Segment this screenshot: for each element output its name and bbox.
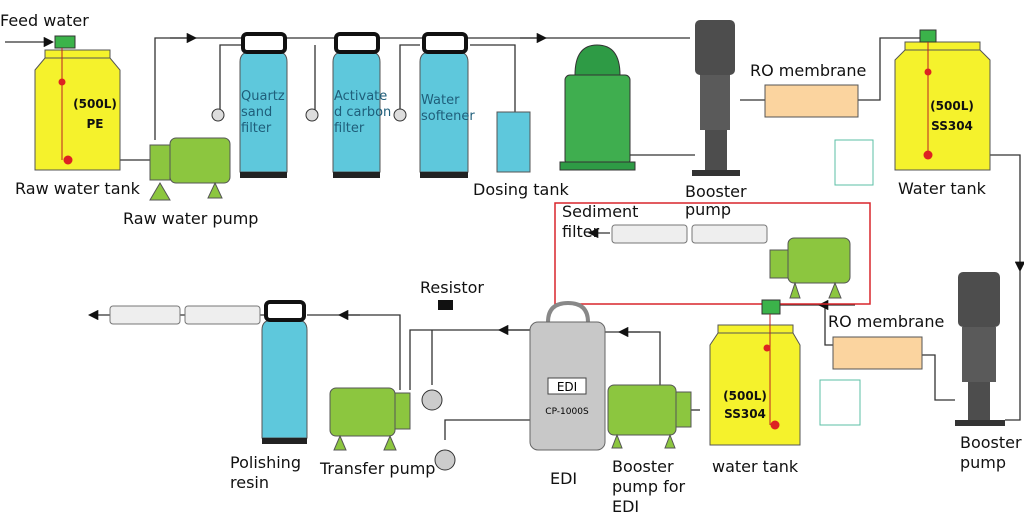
polishing-resin-vessel — [261, 300, 308, 444]
ro-membrane-bottom-label: RO membrane — [828, 312, 944, 331]
gauge-icon — [421, 389, 443, 411]
water-tank-top-label: Water tank — [898, 179, 987, 198]
transfer-pump-label: Transfer pump — [319, 459, 435, 478]
activated-carbon-filter: Activate d carbon filter — [332, 32, 391, 178]
svg-text:SS304: SS304 — [724, 407, 766, 421]
booster-pump-top — [692, 20, 740, 176]
raw-water-pump — [149, 137, 231, 201]
svg-text:(500L): (500L) — [930, 99, 974, 113]
svg-text:d carbon: d carbon — [334, 105, 391, 120]
svg-text:Booster: Booster — [612, 457, 674, 476]
edi-label: EDI — [550, 469, 577, 488]
precision-filter-vessel — [559, 44, 636, 171]
water-softener: Water softener — [419, 32, 475, 178]
water-tank-bottom: (500L) SS304 — [709, 299, 801, 446]
transfer-pump — [329, 387, 411, 451]
pressure-gauges — [211, 108, 407, 122]
svg-text:pump: pump — [685, 200, 731, 219]
ro-membrane-top — [764, 84, 859, 118]
svg-text:sand: sand — [241, 105, 272, 120]
svg-text:Polishing: Polishing — [230, 453, 301, 472]
water-tank-bottom-label: water tank — [712, 457, 799, 476]
svg-text:pump: pump — [960, 453, 1006, 472]
booster-pump-edi — [607, 384, 692, 449]
svg-text:Water: Water — [421, 93, 460, 108]
water-tank-top: (500L) SS304 — [894, 29, 991, 171]
svg-text:(500L): (500L) — [723, 389, 767, 403]
svg-text:pump for: pump for — [612, 477, 686, 496]
sediment-filter-cartridges — [611, 224, 768, 244]
raw-water-pump-label: Raw water pump — [123, 209, 258, 228]
pipes — [5, 32, 1024, 440]
resistor-icon — [438, 300, 453, 310]
svg-text:EDI: EDI — [557, 380, 577, 394]
dosing-tank-label: Dosing tank — [473, 180, 569, 199]
ro-membrane-bottom — [832, 336, 923, 370]
edi-module: EDI CP-1000S — [529, 300, 606, 451]
final-filter-cartridges — [109, 305, 261, 325]
rinse-pump — [769, 237, 851, 299]
highlight-box — [554, 202, 871, 305]
valve-assembly-top — [834, 139, 874, 186]
svg-text:CP-1000S: CP-1000S — [545, 407, 589, 417]
resistor-label: Resistor — [420, 278, 484, 297]
svg-text:EDI: EDI — [612, 497, 639, 516]
svg-text:softener: softener — [421, 109, 475, 124]
booster-pump-bottom — [955, 272, 1005, 426]
raw-tank-material: PE — [87, 117, 104, 131]
svg-text:SS304: SS304 — [931, 119, 973, 133]
svg-text:filter: filter — [562, 222, 600, 241]
svg-text:Booster: Booster — [685, 182, 747, 201]
svg-text:Booster: Booster — [960, 433, 1022, 452]
svg-text:filter: filter — [241, 121, 272, 136]
svg-text:Sediment: Sediment — [562, 202, 638, 221]
raw-tank-capacity: (500L) — [73, 97, 117, 111]
svg-text:Quartz: Quartz — [241, 89, 285, 104]
svg-text:filter: filter — [334, 121, 365, 136]
svg-text:resin: resin — [230, 473, 269, 492]
valve-assembly-bottom — [819, 379, 861, 426]
ro-membrane-top-label: RO membrane — [750, 61, 866, 80]
gauge-icon — [434, 449, 456, 471]
svg-text:Activate: Activate — [334, 89, 387, 104]
feed-water-label: Feed water — [0, 11, 89, 30]
raw-water-tank-label: Raw water tank — [15, 179, 141, 198]
dosing-tank — [496, 111, 531, 173]
quartz-sand-filter: Quartz sand filter — [239, 32, 288, 178]
raw-water-tank: (500L) PE — [34, 35, 121, 171]
